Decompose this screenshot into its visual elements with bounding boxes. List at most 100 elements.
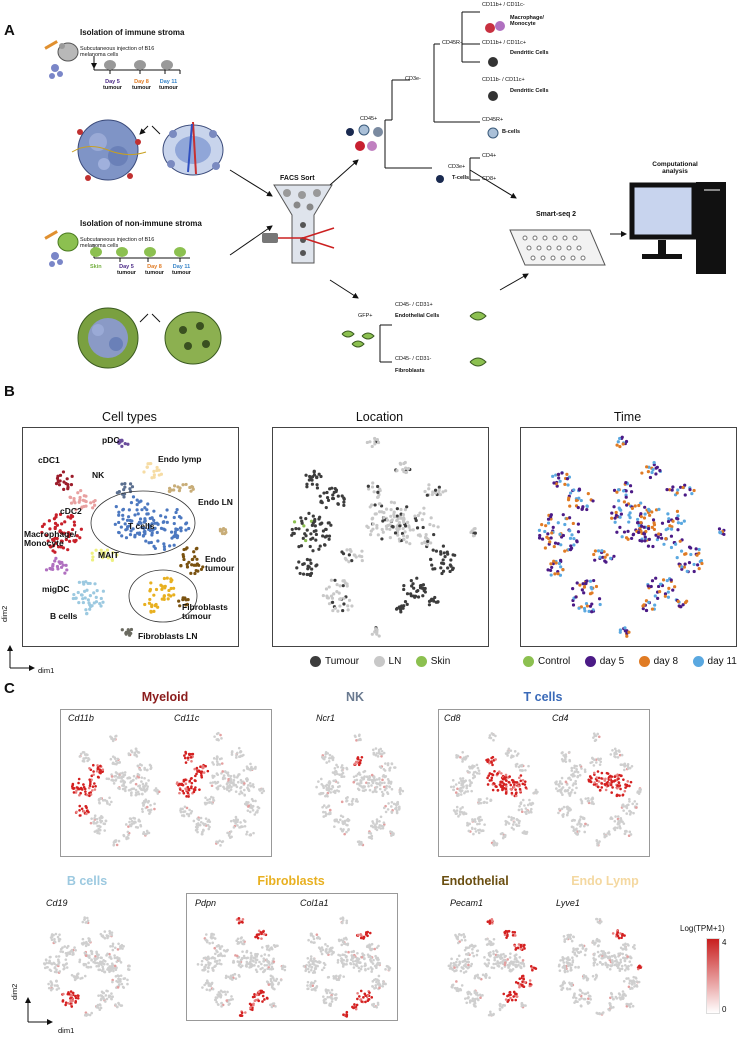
legend-day5: day 5 <box>584 656 624 667</box>
label-pdc: pDC <box>102 435 120 445</box>
tree-n1b: Macrophage/ Monocyte <box>510 15 544 28</box>
axis-dim1-b: dim1 <box>38 666 55 675</box>
arrows-to-facs <box>229 169 273 256</box>
label-endo-ln: Endo LN <box>198 497 233 507</box>
legend-ln: LN <box>373 656 401 667</box>
box-tcells <box>438 709 650 857</box>
tree-n3: CD11b- / CD11c+ <box>482 77 525 83</box>
nonimmune-note: Subcutaneous injection of B16 melanoma c… <box>80 237 155 250</box>
legend-control: Control <box>523 656 570 667</box>
smartseq-label: Smart-seq 2 <box>536 211 577 218</box>
feature-plot-pdpn <box>196 917 287 1017</box>
immune-title: Isolation of immune stroma <box>80 28 185 37</box>
tree-bcells: B-cells <box>502 129 521 135</box>
axis-dim1-c: dim1 <box>58 1026 75 1035</box>
feature-plot-cd4 <box>554 732 642 847</box>
gene-ncr1: Ncr1 <box>316 713 336 723</box>
nonimmune-title: Isolation of non-immune stroma <box>80 219 202 228</box>
tree-cd45rneg: CD45R- <box>442 40 462 46</box>
location-legend: Tumour LN Skin <box>310 654 460 672</box>
legend-tumour: Tumour <box>310 656 359 667</box>
label-tcells: T cells <box>128 521 155 531</box>
feature-plot-cd8 <box>449 732 539 847</box>
gene-lyve1: Lyve1 <box>556 898 580 908</box>
group-fibroblasts: Fibroblasts <box>257 874 325 888</box>
gene-cd19: Cd19 <box>46 898 68 908</box>
tsne-location <box>272 427 489 647</box>
smartseq-computer <box>469 169 726 291</box>
facs-label: FACS Sort <box>280 175 315 182</box>
gene-cd11c: Cd11c <box>174 713 200 723</box>
tree-cd45rpos: CD45R+ <box>482 117 504 123</box>
panel-c-letter: C <box>4 680 15 697</box>
immune-note: Subcutaneous injection of B16 melanoma c… <box>80 46 155 59</box>
label-fibroblasts-tumour: Fibroblasts tumour <box>182 602 228 622</box>
axis-arrows-c <box>25 997 53 1025</box>
box-myeloid <box>60 709 272 857</box>
legend-day8: day 8 <box>638 656 678 667</box>
group-tcells: T cells <box>523 690 563 704</box>
scale-title: Log(TPM+1) <box>680 924 725 933</box>
computational-label: Computational analysis <box>652 161 698 175</box>
label-cdc2: cDC2 <box>60 506 82 516</box>
tree-cd3pos: CD3e+ <box>448 164 466 170</box>
facs-illustration <box>262 184 335 264</box>
gene-col1a1: Col1a1 <box>300 898 329 908</box>
feature-plot-cd11b <box>70 734 161 847</box>
label-mait: MAIT <box>98 550 119 560</box>
nonimmune-skin: Skin <box>90 264 102 270</box>
tree-f1: CD45- / CD31- <box>395 356 432 362</box>
axis-arrows-b <box>7 645 35 671</box>
tree-n3b: Dendritic Cells <box>510 88 549 94</box>
gene-pdpn: Pdpn <box>195 898 217 908</box>
gene-pecam1: Pecam1 <box>450 898 484 908</box>
scale-min: 0 <box>722 1005 727 1014</box>
color-scale-bar <box>706 938 720 1014</box>
tsne-time-plot <box>537 435 726 638</box>
tree-cd8: CD8+ <box>482 176 497 182</box>
gene-cd4: Cd4 <box>552 713 569 723</box>
tree-n1: CD11b+ / CD11c- <box>482 2 525 8</box>
tree-tcells: T-cells <box>452 175 470 181</box>
legend-skin: Skin <box>415 656 450 667</box>
label-nk: NK <box>92 470 105 480</box>
tsne-cell-types-plot <box>40 438 228 637</box>
title-cell-types: Cell types <box>102 410 157 424</box>
tree-f1b: Fibroblasts <box>395 368 425 374</box>
panel-b-letter: B <box>4 383 15 400</box>
label-cdc1: cDC1 <box>38 455 60 465</box>
tree-e1b: Endothelial Cells <box>395 313 440 319</box>
gating-tree <box>341 11 505 367</box>
feature-plot-pecam1 <box>447 918 538 1017</box>
gene-cd8: Cd8 <box>444 713 461 723</box>
tree-cd3neg: CD3e- <box>405 76 421 82</box>
time-legend: Control day 5 day 8 day 11 <box>523 654 742 672</box>
panel-a-letter: A <box>4 22 15 39</box>
label-endo-lymp: Endo lymp <box>158 454 202 464</box>
tsne-location-plot <box>290 436 477 638</box>
tree-cd45pos: CD45+ <box>360 116 378 122</box>
label-bcells: B cells <box>50 611 78 621</box>
feature-plot-lyve1 <box>557 917 643 1016</box>
tree-n2: CD11b+ / CD11c+ <box>482 40 527 46</box>
tree-n2b: Dendritic Cells <box>510 50 549 56</box>
tsne-cell-types <box>22 427 239 647</box>
nonimmune-timeline <box>44 230 190 267</box>
group-bcells: B cells <box>66 874 108 888</box>
immune-tumour-illustration <box>71 119 224 181</box>
scale-max: 4 <box>722 938 727 947</box>
feature-plot-col1a1 <box>302 916 392 1018</box>
gene-cd11b: Cd11b <box>68 713 94 723</box>
feature-plot-cd11c <box>175 731 266 847</box>
axis-dim2-b: dim2 <box>0 605 9 622</box>
feature-plot-ncr1 <box>315 733 405 847</box>
tree-cd4: CD4+ <box>482 153 497 159</box>
legend-day11: day 11 <box>692 656 737 667</box>
title-location: Location <box>355 410 404 424</box>
tsne-time <box>520 427 737 647</box>
